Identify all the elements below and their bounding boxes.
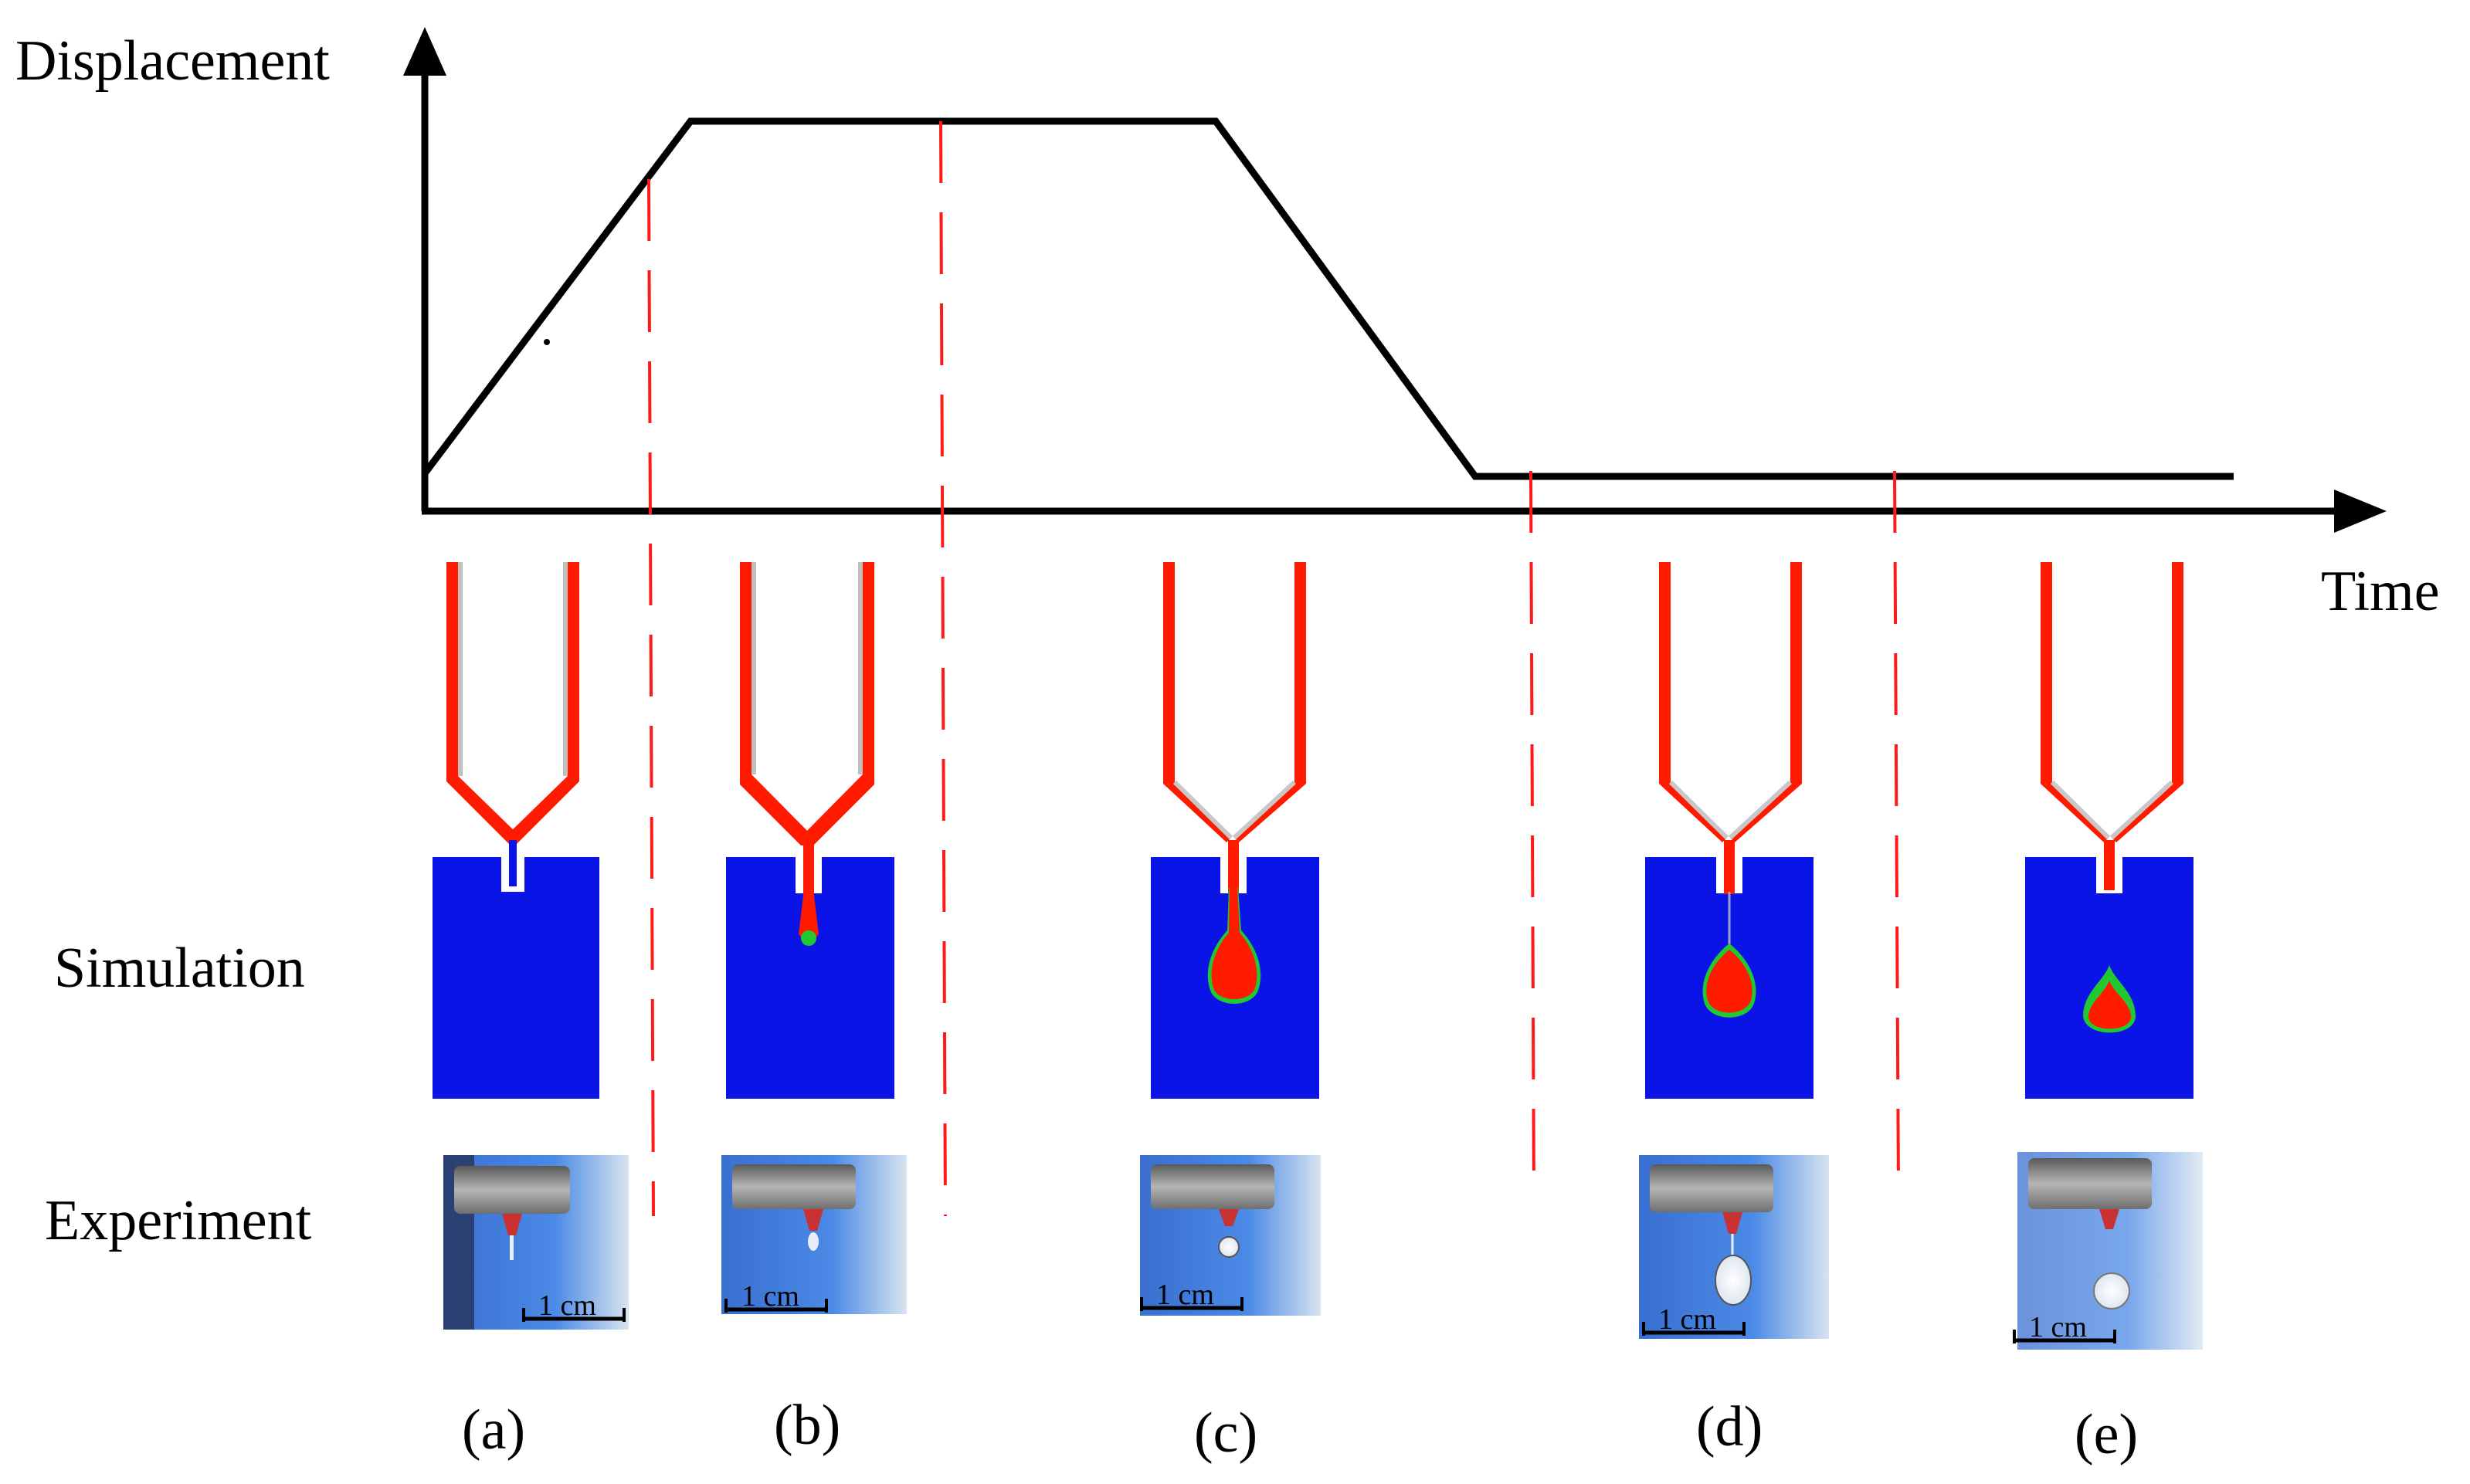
- nozzle-channel-fluid: [509, 840, 517, 886]
- wall-gray-right: [1728, 780, 1793, 840]
- experiment-photo-d: 1 cm: [1639, 1155, 1829, 1339]
- nozzle-wall-right: [507, 562, 579, 845]
- scale-bar-label: 1 cm: [1156, 1279, 1214, 1311]
- droplet-fluid: [1706, 950, 1752, 1013]
- wall-shade-right: [858, 562, 863, 774]
- stray-dot: [544, 339, 550, 345]
- simulation-panel-d: [1645, 562, 1813, 1099]
- nozzle-wall-right: [1730, 562, 1802, 842]
- nozzle-tip: [1219, 1209, 1239, 1226]
- scale-bar-label: 1 cm: [538, 1289, 596, 1322]
- y-axis-arrow-icon: [403, 27, 446, 76]
- jet-fluid: [799, 838, 819, 945]
- nozzle-channel-fluid: [1724, 840, 1735, 894]
- scale-bar-label: 1 cm: [1658, 1303, 1716, 1336]
- divider-2: [939, 120, 947, 1217]
- nozzle-tip: [502, 1214, 522, 1235]
- jet: [510, 1235, 514, 1260]
- droplet-fluid: [1211, 888, 1257, 999]
- row-label-experiment: Experiment: [45, 1189, 312, 1252]
- jet-tip-interface: [801, 930, 816, 946]
- nozzle-wall-left: [740, 562, 814, 848]
- stage-label-c: (c): [1194, 1401, 1257, 1465]
- experiment-photo-a: 1 cm: [443, 1155, 629, 1330]
- nozzle-holder: [2028, 1158, 2152, 1209]
- y-axis-label: Displacement: [15, 29, 330, 93]
- nozzle-wall-right: [1234, 562, 1306, 842]
- nozzle-tip: [803, 1209, 823, 1231]
- simulation-panel-e: [2025, 562, 2193, 1099]
- nozzle-channel-fluid: [2104, 840, 2115, 890]
- wall-shade-left: [458, 562, 463, 776]
- stage-label-b: (b): [774, 1394, 840, 1457]
- divider-1: [647, 178, 655, 1217]
- simulation-panel-a: [433, 562, 599, 1099]
- nozzle-tip: [1722, 1212, 1742, 1234]
- simulation-panel-c: [1151, 562, 1319, 1099]
- nozzle-holder: [1650, 1164, 1773, 1212]
- chamber: [433, 857, 599, 1099]
- wall-shade-left: [752, 562, 756, 774]
- nozzle-holder: [732, 1164, 856, 1209]
- stage-label-e: (e): [2075, 1403, 2138, 1466]
- experiment-photo-b: 1 cm: [721, 1155, 907, 1314]
- droplet-fluid: [2088, 981, 2132, 1029]
- stage-label-a: (a): [462, 1398, 525, 1462]
- stage-labels: (a) (b) (c) (d) (e): [462, 1394, 2138, 1466]
- divider-3: [1529, 470, 1535, 1194]
- divider-4: [1893, 470, 1900, 1194]
- wall-shade-right: [563, 562, 568, 776]
- experiment-photo-e: 1 cm: [2013, 1152, 2203, 1350]
- nozzle-holder: [454, 1166, 570, 1214]
- nozzle-wall-left: [1659, 562, 1727, 842]
- wall-gray-left: [2050, 780, 2111, 840]
- x-axis-label: Time: [2321, 560, 2440, 623]
- nozzle-wall-right: [800, 562, 874, 848]
- nozzle-wall-left: [2041, 562, 2109, 842]
- simulation-panel-b: [726, 562, 894, 1099]
- row-label-simulation: Simulation: [54, 937, 305, 1000]
- droplet: [808, 1232, 819, 1251]
- droplet: [1715, 1255, 1752, 1306]
- wall-gray-right: [2109, 780, 2174, 840]
- nozzle-channel-fluid: [1228, 840, 1239, 894]
- nozzle-holder: [1151, 1164, 1274, 1209]
- droplet: [1218, 1236, 1240, 1258]
- scale-bar-label: 1 cm: [741, 1280, 799, 1313]
- scale-bar-label: 1 cm: [2029, 1311, 2087, 1343]
- wall-gray-left: [1172, 780, 1233, 840]
- experiment-photo-c: 1 cm: [1140, 1155, 1321, 1316]
- nozzle-wall-right: [2112, 562, 2183, 842]
- x-axis-arrow-icon: [2334, 490, 2387, 533]
- wall-gray-left: [1668, 780, 1729, 840]
- axes: Displacement Time: [15, 27, 2440, 623]
- stage-label-d: (d): [1696, 1395, 1763, 1459]
- wall-gray-right: [1232, 780, 1297, 840]
- droplet: [2093, 1272, 2130, 1310]
- phase-dividers: [647, 120, 1900, 1217]
- nozzle-wall-left: [1163, 562, 1231, 842]
- displacement-profile: [422, 117, 2234, 480]
- nozzle-tip: [2099, 1209, 2119, 1229]
- nozzle-wall-left: [446, 562, 519, 845]
